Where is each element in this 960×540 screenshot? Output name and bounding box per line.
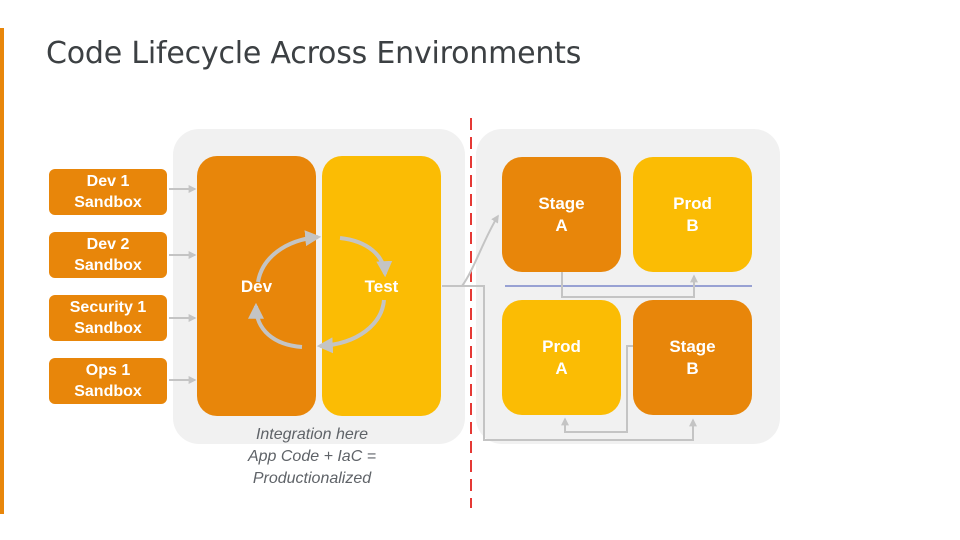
stage-b-block: Stage B <box>633 300 752 415</box>
slide-accent-bar <box>0 28 4 514</box>
prod-b-block: Prod B <box>633 157 752 272</box>
dev-label: Dev <box>240 277 273 296</box>
sandbox-security-1: Security 1 Sandbox <box>49 295 167 341</box>
sandbox-dev-1: Dev 1 Sandbox <box>49 169 167 215</box>
test-to-stage-b-arrow <box>442 285 697 441</box>
cycle-arrow-bottom-left <box>248 302 303 349</box>
stage-b-to-prod-a-arrow <box>561 345 633 433</box>
integration-caption: Integration here App Code + IaC = Produc… <box>232 424 392 490</box>
cycle-arrow-bottom-right <box>316 299 386 354</box>
stage-a-block: Stage A <box>502 157 621 272</box>
test-label: Test <box>364 277 399 296</box>
test-block: Test <box>322 156 441 416</box>
caption-line-3: Productionalized <box>252 470 372 487</box>
sandbox-dev-2: Dev 2 Sandbox <box>49 232 167 278</box>
caption-line-2: App Code + IaC = <box>247 448 377 465</box>
cycle-arrow-top-left <box>256 230 322 283</box>
page-title: Code Lifecycle Across Environments <box>46 36 582 71</box>
cycle-arrow-top-right <box>339 236 393 278</box>
sandbox-ops-1: Ops 1 Sandbox <box>49 358 167 404</box>
prod-a-block: Prod A <box>502 300 621 415</box>
dev-block: Dev <box>197 156 316 416</box>
caption-line-1: Integration here <box>255 426 369 443</box>
stage-a-to-prod-b-arrow <box>561 272 698 298</box>
